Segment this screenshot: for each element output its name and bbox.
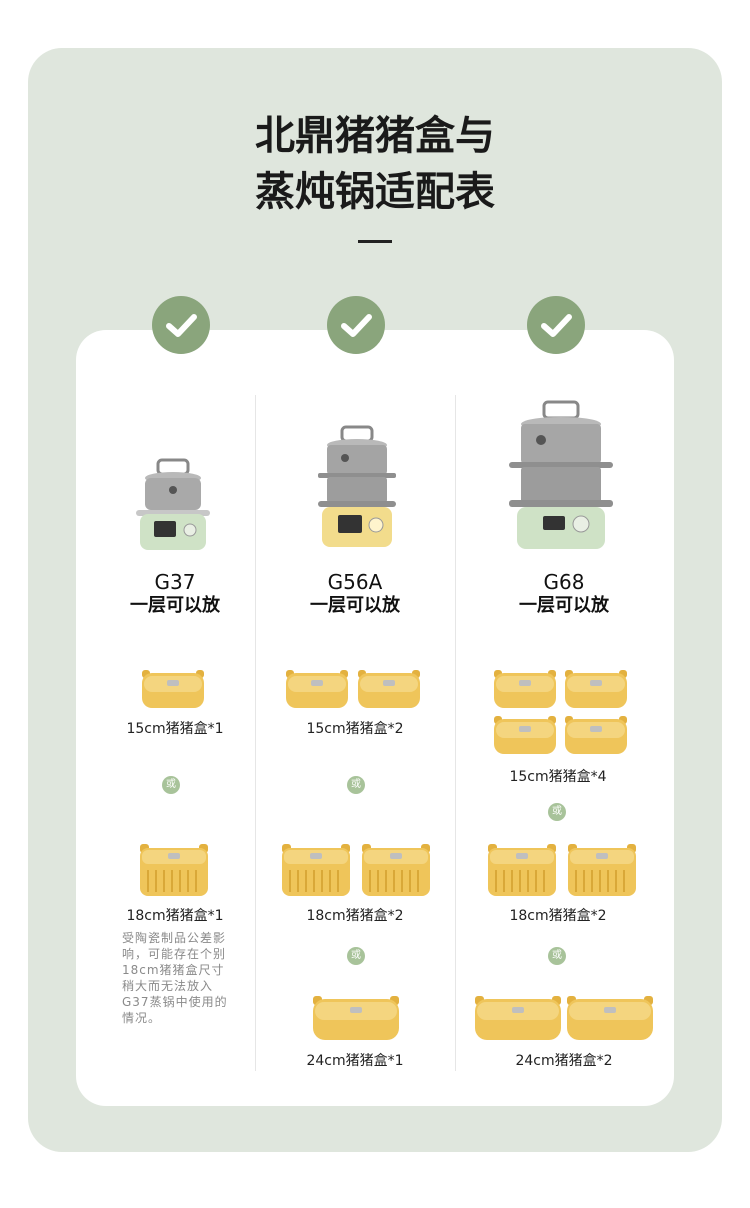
pig-box-icon — [565, 716, 627, 754]
steamer-icon — [509, 400, 613, 549]
pig-box-icon — [494, 670, 556, 708]
title-line-1: 北鼎猪猪盒与 — [255, 113, 495, 159]
model-g37: G37 一层可以放 — [75, 570, 275, 618]
pig-box-icon — [142, 670, 204, 708]
pig-box-icon — [488, 844, 556, 896]
layer-text: 一层可以放 — [519, 595, 609, 616]
box-15cm-label: 15cm猪猪盒*4 — [509, 769, 607, 785]
layer-text: 一层可以放 — [130, 595, 220, 616]
box-15cm-label: 15cm猪猪盒*2 — [306, 721, 404, 737]
model-name: G56A — [327, 570, 383, 594]
model-g68: G68 一层可以放 — [464, 570, 664, 618]
check-icon — [527, 296, 585, 354]
pig-box-icon — [567, 996, 653, 1040]
box-18cm-label: 18cm猪猪盒*1 — [126, 908, 224, 924]
check-icon — [152, 296, 210, 354]
pig-box-icon — [362, 844, 430, 896]
pig-box-icon — [475, 996, 561, 1040]
pig-box-icon — [358, 670, 420, 708]
model-g56a: G56A 一层可以放 — [255, 570, 455, 618]
tolerance-note: 受陶瓷制品公差影响，可能存在个别18cm猪猪盒尺寸稍大而无法放入G37蒸锅中使用… — [122, 931, 228, 1025]
box-18cm-label: 18cm猪猪盒*2 — [306, 908, 404, 924]
pig-box-icon — [568, 844, 636, 896]
pig-box-icon — [286, 670, 348, 708]
model-name: G37 — [154, 570, 196, 594]
or-badge: 或 — [347, 776, 365, 794]
box-18cm-label: 18cm猪猪盒*2 — [509, 908, 607, 924]
column-divider — [455, 395, 456, 1071]
pig-box-icon — [282, 844, 350, 896]
box-24cm-label: 24cm猪猪盒*2 — [515, 1053, 613, 1069]
steamer-icon — [318, 425, 396, 547]
title-line-2: 蒸炖锅适配表 — [255, 169, 495, 215]
layer-text: 一层可以放 — [310, 595, 400, 616]
check-icon — [327, 296, 385, 354]
pig-box-icon — [313, 996, 399, 1040]
title-divider — [358, 240, 392, 243]
pig-box-icon — [140, 844, 208, 896]
or-badge: 或 — [347, 947, 365, 965]
steamer-icon — [136, 458, 210, 550]
page-title: 北鼎猪猪盒与 蒸炖锅适配表 — [0, 108, 750, 220]
box-15cm-label: 15cm猪猪盒*1 — [126, 721, 224, 737]
pig-box-icon — [565, 670, 627, 708]
pig-box-icon — [494, 716, 556, 754]
or-badge: 或 — [548, 947, 566, 965]
column-divider — [255, 395, 256, 1071]
box-24cm-label: 24cm猪猪盒*1 — [306, 1053, 404, 1069]
or-badge: 或 — [548, 803, 566, 821]
or-badge: 或 — [162, 776, 180, 794]
model-name: G68 — [543, 570, 585, 594]
